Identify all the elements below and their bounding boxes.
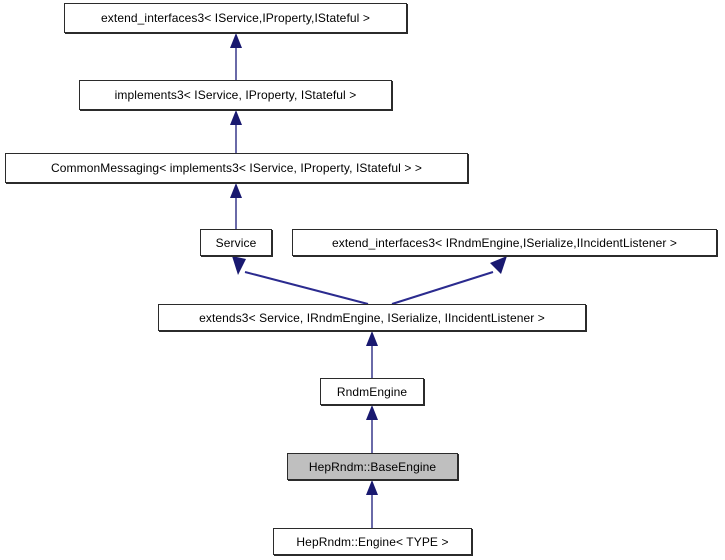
class-node-label: HepRndm::Engine< TYPE > — [296, 534, 449, 549]
class-node-label: extends3< Service, IRndmEngine, ISeriali… — [199, 310, 545, 325]
class-node-rndmengine[interactable]: RndmEngine — [320, 378, 424, 405]
edge-rndmengine-to-extends3 — [366, 331, 378, 378]
class-node-heprndm-engine-type[interactable]: HepRndm::Engine< TYPE > — [273, 528, 472, 555]
class-node-commonmessaging[interactable]: CommonMessaging< implements3< IService, … — [5, 153, 468, 183]
class-node-label: Service — [215, 235, 257, 250]
class-node-label: implements3< IService, IProperty, IState… — [114, 88, 357, 102]
edge-enginetype-to-baseengine — [366, 480, 378, 528]
edge-service-to-commonmessaging — [230, 183, 242, 229]
class-node-extend-interfaces3-iservice[interactable]: extend_interfaces3< IService,IProperty,I… — [64, 3, 407, 33]
edge-extends3-to-extend-interfaces3-rndm — [391, 256, 507, 305]
class-node-label: RndmEngine — [336, 384, 408, 399]
class-node-extend-interfaces3-irndmengine[interactable]: extend_interfaces3< IRndmEngine,ISeriali… — [292, 229, 717, 256]
class-node-service[interactable]: Service — [200, 229, 272, 256]
edge-commonmessaging-to-implements3 — [230, 110, 242, 153]
class-node-implements3[interactable]: implements3< IService, IProperty, IState… — [79, 80, 392, 110]
edge-baseengine-to-rndmengine — [366, 405, 378, 453]
class-node-label: extend_interfaces3< IRndmEngine,ISeriali… — [331, 235, 678, 250]
edge-extends3-to-service — [232, 256, 369, 305]
class-node-label: HepRndm::BaseEngine — [308, 459, 437, 474]
class-node-extends3[interactable]: extends3< Service, IRndmEngine, ISeriali… — [158, 304, 586, 331]
class-node-label: extend_interfaces3< IService,IProperty,I… — [101, 11, 370, 25]
class-node-label: CommonMessaging< implements3< IService, … — [50, 161, 422, 175]
edge-implements3-to-extend-interfaces3 — [230, 33, 242, 80]
class-node-heprndm-baseengine[interactable]: HepRndm::BaseEngine — [287, 453, 458, 480]
